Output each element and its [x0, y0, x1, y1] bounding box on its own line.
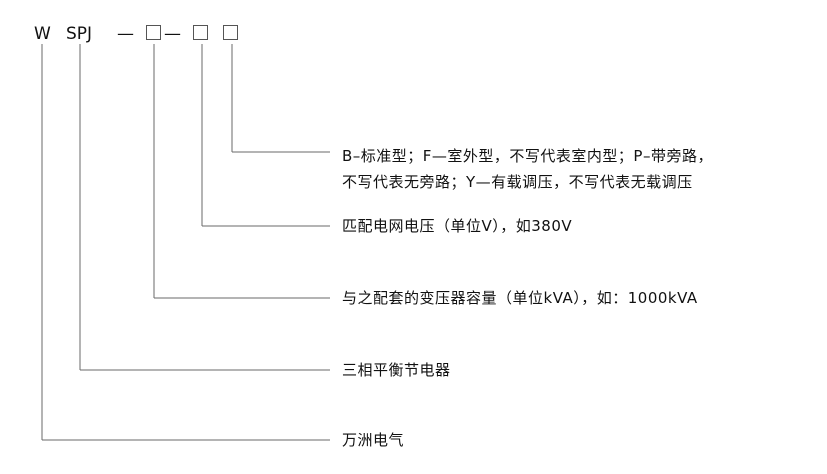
desc-capacity: 与之配套的变压器容量（单位kVA），如：1000kVA: [342, 289, 698, 307]
code-dash-1: —: [117, 24, 134, 44]
code-dash-2: —: [164, 24, 181, 44]
desc-voltage: 匹配电网电压（单位V），如380V: [342, 217, 573, 235]
code-box-voltage: [193, 25, 208, 40]
desc-brand: 万洲电气: [342, 431, 405, 449]
code-box-capacity: [146, 25, 161, 40]
desc-product: 三相平衡节电器: [342, 361, 451, 379]
code-series-spj: SPJ: [66, 24, 93, 44]
desc-type-line-1: B–标准型；F—室外型，不写代表室内型；P–带旁路，: [342, 147, 713, 165]
code-letter-w: W: [34, 24, 51, 44]
desc-type-line-2: 不写代表无旁路；Y—有载调压，不写代表无载调压: [342, 173, 693, 191]
code-box-type: [223, 25, 238, 40]
